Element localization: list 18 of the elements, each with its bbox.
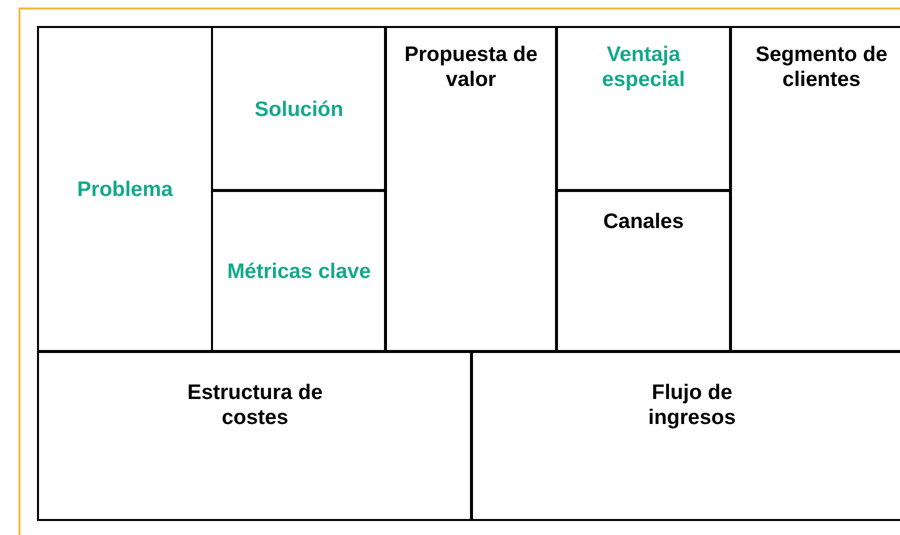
canvas-cell [729, 26, 900, 353]
cell-heading: Estructura de costes [186, 380, 324, 430]
cell-heading: Canales [603, 209, 684, 234]
canvas-cell [211, 189, 387, 353]
cell-heading: Problema [77, 177, 173, 202]
canvas-cell [37, 350, 473, 521]
cell-heading: Flujo de ingresos [647, 380, 737, 430]
cell-heading: Segmento de clientes [754, 42, 888, 92]
canvas-cell [470, 350, 900, 521]
cell-heading: Solución [254, 96, 344, 122]
canvas-cell [555, 26, 732, 192]
cell-heading: Propuesta de valor [403, 42, 539, 92]
cell-heading: Métricas clave [227, 258, 371, 284]
canvas-cell [211, 26, 387, 192]
cell-heading: Ventaja especial [601, 42, 686, 92]
canvas-cell [37, 26, 213, 353]
canvas-cell [384, 26, 558, 353]
canvas-cell [555, 189, 732, 353]
